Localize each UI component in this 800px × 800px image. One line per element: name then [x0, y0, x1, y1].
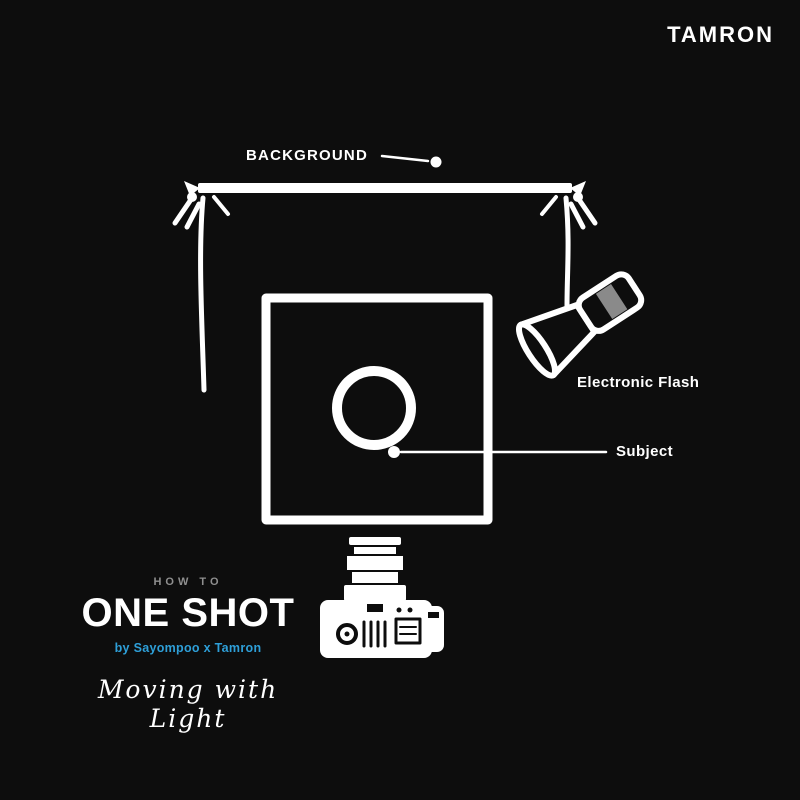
title-lockup: HOW TO ONE SHOT by Sayompoo x Tamron Mov… — [62, 576, 314, 733]
tamron-logo: TAMRON — [667, 22, 774, 47]
background-callout-dot — [430, 156, 442, 168]
byline-text: by Sayompoo x Tamron — [114, 641, 262, 655]
background-callout-line — [380, 154, 442, 168]
background-label: BACKGROUND — [246, 147, 368, 164]
poster-title: ONE SHOT — [81, 591, 295, 635]
subject-callout-line — [388, 446, 608, 458]
backdrop-bar — [198, 183, 572, 193]
kicker-text: HOW TO — [153, 576, 223, 588]
camera-icon — [320, 537, 444, 658]
right-clamp-icon — [568, 181, 598, 230]
subject-frame — [261, 293, 493, 525]
subject-callout-dot — [388, 446, 400, 458]
camera-lens — [344, 537, 406, 601]
camera-body — [320, 600, 444, 658]
tagline-text: Moving with Light — [97, 675, 279, 733]
subject-circle — [332, 366, 416, 450]
electronic-flash-icon — [516, 271, 645, 379]
left-clamp-icon — [172, 181, 202, 230]
backdrop-drapes — [198, 195, 571, 393]
flash-body-band — [595, 284, 628, 320]
electronic-flash-label: Electronic Flash — [577, 374, 700, 391]
subject-label: Subject — [616, 443, 673, 460]
